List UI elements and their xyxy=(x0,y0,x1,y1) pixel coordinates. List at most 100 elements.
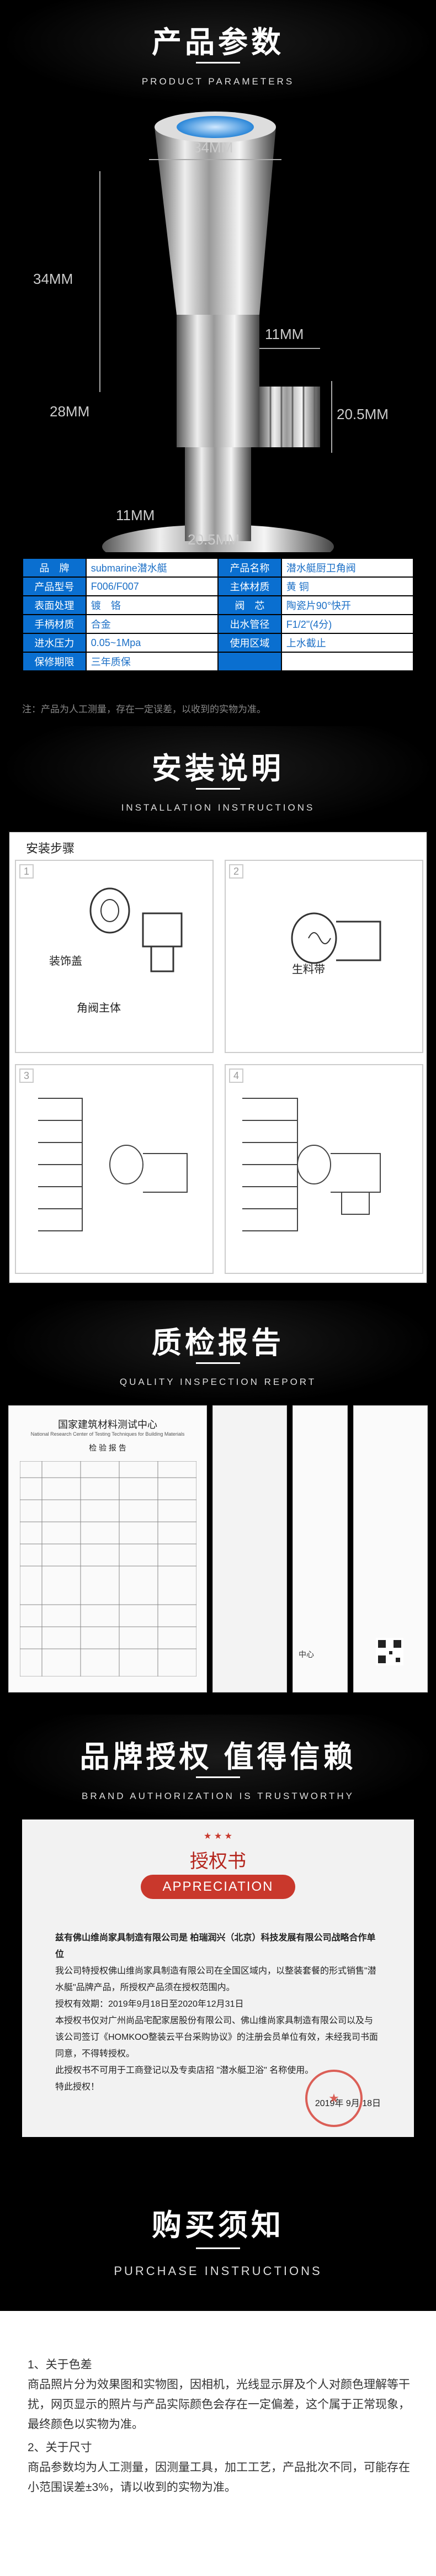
install-subtitle: INSTALLATION INSTRUCTIONS xyxy=(121,802,315,813)
dim-side-depth: 11MM xyxy=(265,326,304,342)
dim-line-side xyxy=(259,348,320,349)
purchase-subtitle: PURCHASE INSTRUCTIONS xyxy=(114,2264,322,2278)
cert-sign-date: 2019年 9月 18日 xyxy=(315,2099,381,2108)
step-number: 4 xyxy=(229,1069,243,1083)
spec-value: 镀 铬 xyxy=(85,595,219,615)
install-steps-box: 安装步骤 1 装饰盖 角阀主体 2 生料带 xyxy=(8,831,428,1284)
step-1-illustration xyxy=(89,887,183,972)
divider xyxy=(196,2247,240,2249)
params-title: 产品参数 xyxy=(152,26,284,59)
dim-line-thread xyxy=(331,381,332,453)
cert-stars-icon: ★ ★ ★ xyxy=(204,1832,232,1841)
report-title: 检 验 报 告 xyxy=(89,1443,126,1452)
spec-key: 使用区域 xyxy=(217,633,282,653)
brand-header: 品牌授权 值得信赖 BRAND AUTHORIZATION IS TRUSTWO… xyxy=(0,1715,436,1819)
spec-key: 阀 芯 xyxy=(217,595,282,615)
note-text: 商品参数均为人工测量，因测量工具，加工工艺，产品批次不同，可能存在小范围误差±3… xyxy=(28,2461,410,2494)
valve-image xyxy=(102,112,334,552)
quality-section: 国家建筑材料测试中心 National Research Center of T… xyxy=(0,1405,436,1715)
divider xyxy=(196,788,240,790)
report-header: 国家建筑材料测试中心 xyxy=(58,1419,157,1430)
report-page-1: 国家建筑材料测试中心 National Research Center of T… xyxy=(8,1405,207,1692)
step-3-illustration xyxy=(38,1098,188,1231)
report-page-2 xyxy=(212,1405,287,1692)
step-number: 1 xyxy=(19,864,34,879)
spec-value: 0.05~1Mpa xyxy=(85,633,219,653)
cert-paragraph: 特此授权！ xyxy=(55,2082,100,2092)
spec-value: 合金 xyxy=(85,614,219,634)
spec-key: 主体材质 xyxy=(217,576,282,596)
cert-paragraph: 本授权书仅对广州尚品宅配家居股份有限公司、佛山维尚家具制造有限公司以及与该公司签… xyxy=(55,2016,378,2059)
spec-value: F1/2"(4分) xyxy=(280,614,414,634)
note-heading: 2、关于尺寸 xyxy=(28,2441,92,2454)
dim-base-depth: 11MM xyxy=(116,507,155,523)
step-2-illustration xyxy=(291,912,381,964)
install-step-1: 1 装饰盖 角阀主体 xyxy=(15,860,214,1053)
cert-paragraph: 授权有效期：2019年9月18日至2020年12月31日 xyxy=(55,2000,244,2009)
step-number: 2 xyxy=(229,864,243,879)
spec-key: 产品名称 xyxy=(217,558,282,578)
install-step-4: 4 xyxy=(225,1064,423,1274)
spec-key xyxy=(217,652,282,671)
step-4-illustration xyxy=(242,1098,381,1231)
install-step-3: 3 xyxy=(15,1064,214,1274)
authorization-certificate: ★ ★ ★ 授权书 APPRECIATION 兹有佛山维尚家具制造有限公司是 柏… xyxy=(22,1819,414,2137)
report-page-4 xyxy=(353,1405,428,1692)
note-heading: 1、关于色差 xyxy=(28,2358,92,2371)
spec-value: F006/F007 xyxy=(85,576,219,596)
quality-header: 质检报告 QUALITY INSPECTION REPORT xyxy=(0,1300,436,1405)
install-box-title: 安装步骤 xyxy=(26,842,75,855)
params-header: 产品参数 PRODUCT PARAMETERS xyxy=(0,0,436,105)
dim-base-width: 20.5MM xyxy=(188,531,240,548)
install-header: 安装说明 INSTALLATION INSTRUCTIONS xyxy=(0,726,436,831)
spec-key: 手柄材质 xyxy=(22,614,87,634)
report-page-3: 中心 xyxy=(293,1405,348,1692)
cert-paragraph: 此授权书不可用于工商登记以及专卖店招 "潜水艇卫浴" 名称使用。 xyxy=(55,2066,314,2075)
dim-line-left xyxy=(99,171,100,392)
note-text: 商品照片分为效果图和实物图，因相机，光线显示屏及个人对颜色理解等干扰，网页显示的… xyxy=(28,2378,410,2431)
spec-value: 潜水艇厨卫角阀 xyxy=(280,558,414,578)
report-subheader: National Research Center of Testing Tech… xyxy=(30,1431,185,1437)
spec-row: 表面处理镀 铬阀 芯陶瓷片90°快开 xyxy=(22,595,414,615)
dim-thread-height: 20.5MM xyxy=(337,406,389,422)
divider xyxy=(196,1776,240,1778)
purchase-title: 购买须知 xyxy=(152,2209,284,2242)
spec-value xyxy=(280,652,414,671)
spec-row: 保修期限三年质保 xyxy=(22,652,414,671)
install-step-2: 2 生料带 xyxy=(225,860,423,1053)
brand-section: ★ ★ ★ 授权书 APPRECIATION 兹有佛山维尚家具制造有限公司是 柏… xyxy=(0,1819,436,2173)
measure-note: 注：产品为人工测量，存在一定误差，以收到的实物为准。 xyxy=(22,704,266,715)
dim-body-height: 28MM xyxy=(50,403,90,420)
brand-subtitle: BRAND AUTHORIZATION IS TRUSTWORTHY xyxy=(82,1791,354,1801)
spec-key: 品 牌 xyxy=(22,558,87,578)
purchase-header: 购买须知 PURCHASE INSTRUCTIONS xyxy=(0,2173,436,2311)
spec-value: submarine潜水艇 xyxy=(85,558,219,578)
spec-value: 黄 铜 xyxy=(280,576,414,596)
official-seal-icon: ★ xyxy=(305,2070,363,2127)
qr-code-icon xyxy=(376,1638,403,1665)
dim-line-top xyxy=(149,159,281,160)
cert-en-title: APPRECIATION xyxy=(141,1875,295,1899)
quality-title: 质检报告 xyxy=(152,1326,284,1360)
spec-key: 保修期限 xyxy=(22,652,87,671)
quality-subtitle: QUALITY INSPECTION REPORT xyxy=(119,1377,317,1387)
cert-body: 兹有佛山维尚家具制造有限公司是 柏瑞润兴（北京）科技发展有限公司战略合作单位 我… xyxy=(55,1930,381,2112)
spec-key: 出水管径 xyxy=(217,614,282,634)
step-2-label-tape: 生料带 xyxy=(292,964,325,976)
spec-key: 进水压力 xyxy=(22,633,87,653)
report-footer: 中心 xyxy=(299,1650,314,1659)
divider xyxy=(196,1362,240,1364)
step-1-label-cover: 装饰盖 xyxy=(49,955,82,967)
brand-title: 品牌授权 值得信赖 xyxy=(79,1741,357,1774)
cert-paragraph: 兹有佛山维尚家具制造有限公司是 柏瑞润兴（北京）科技发展有限公司战略合作单位 xyxy=(55,1933,376,1959)
divider xyxy=(196,62,240,64)
cert-title: 授权书 xyxy=(190,1852,246,1872)
params-section: 34MM 34MM 11MM 28MM 20.5MM 11MM 20.5MM 品… xyxy=(0,105,436,726)
install-title: 安装说明 xyxy=(152,752,284,785)
spec-key: 产品型号 xyxy=(22,576,87,596)
